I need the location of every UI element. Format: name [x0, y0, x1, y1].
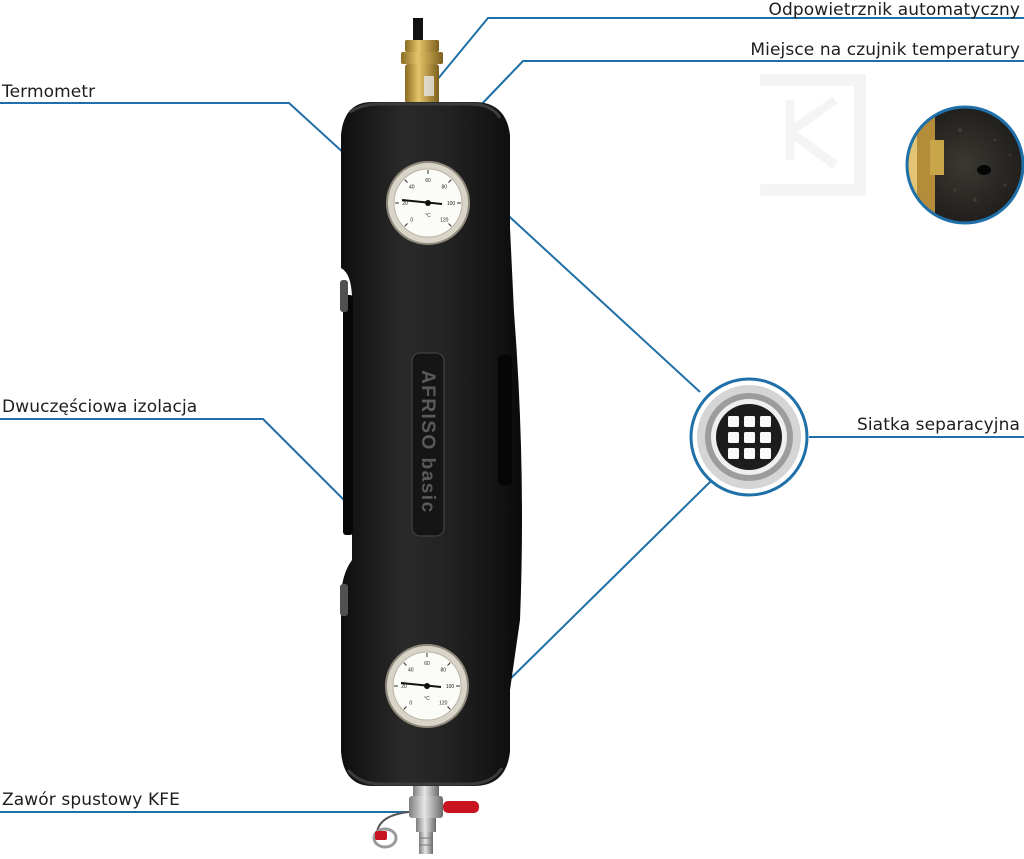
gauge-tick-label: 20	[401, 684, 407, 690]
gauge-tick-label: 100	[447, 201, 456, 207]
gauge-tick-label: 0	[409, 700, 412, 706]
air-vent	[401, 18, 443, 104]
gauge-tick-label: 0	[410, 217, 413, 223]
watermark-logo	[760, 74, 866, 196]
drain-valve-kfe	[372, 786, 479, 854]
gauge-tick-label: 120	[440, 217, 449, 223]
callout-drain: Zawór spustowy KFE	[2, 790, 180, 810]
leader-line-mesh-lower	[501, 480, 712, 688]
gauge-tick-label: 20	[402, 201, 408, 207]
leader-line-mesh-upper	[499, 207, 701, 393]
leader-line-thermometer	[0, 102, 394, 199]
callout-vent: Odpowietrznik automatyczny	[768, 0, 1020, 20]
leader-line-vent	[431, 17, 1024, 87]
gauge-unit-label: °C	[425, 213, 431, 219]
leader-lines	[0, 17, 1024, 813]
separation-mesh-grid	[728, 416, 771, 459]
gauge-tick-label: 60	[424, 661, 430, 667]
product-logo-text: AFRISO basic	[417, 370, 438, 514]
gauge-tick-label: 60	[425, 178, 431, 184]
callout-thermometer: Termometr	[2, 82, 96, 102]
callout-mesh: Siatka separacyjna	[856, 415, 1020, 435]
gauge-tick-label: 80	[440, 668, 446, 674]
gauge-tick-label: 40	[408, 668, 414, 674]
leader-line-sensor	[477, 60, 1024, 109]
gauge-tick-label: 100	[446, 684, 455, 690]
callout-insulation: Dwuczęściowa izolacja	[2, 397, 198, 417]
gauge-tick-label: 80	[441, 185, 447, 191]
gauge-tick-label: 40	[409, 185, 415, 191]
gauge-tick-label: 120	[439, 700, 448, 706]
thermometer-bottom: 0 20 40 60 80 100 120 °C	[385, 644, 469, 728]
callout-sensor: Miejsce na czujnik temperatury	[750, 40, 1020, 60]
leader-line-insulation	[0, 418, 369, 525]
sensor-detail-inset	[905, 105, 1024, 225]
gauge-unit-label: °C	[424, 696, 430, 702]
thermometer-top: 0 20 40 60 80 100 120 °C	[386, 161, 470, 245]
mesh-detail-inset	[689, 377, 809, 497]
product-logo-plate: AFRISO basic	[411, 352, 445, 537]
